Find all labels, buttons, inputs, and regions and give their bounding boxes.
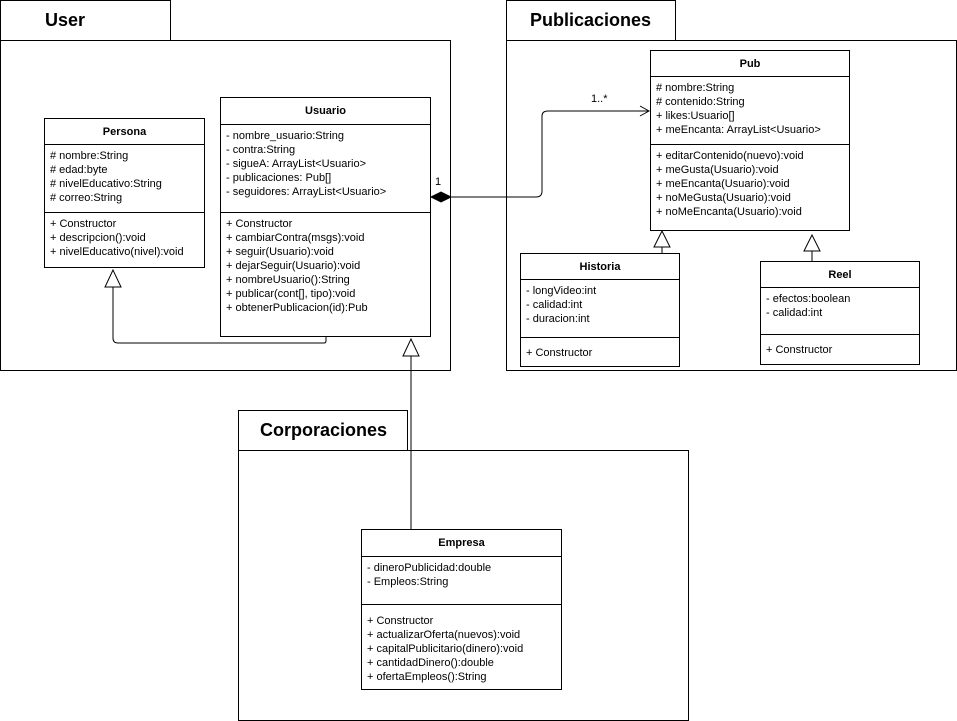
method: + seguir(Usuario):void (226, 246, 334, 258)
attribute: # nombre:String (50, 150, 129, 162)
attribute: + meEncanta: ArrayList<Usuario> (656, 124, 821, 136)
generalization-arrowhead-persona (104, 268, 122, 288)
method: + publicar(cont[], tipo):void (226, 288, 356, 300)
composition-diamond (429, 191, 453, 203)
method: + meEncanta(Usuario):void (656, 178, 790, 190)
association-arrowhead-pub (639, 105, 651, 117)
attribute: - contra:String (226, 144, 296, 156)
attribute: - dineroPublicidad:double (367, 562, 492, 574)
attribute: - calidad:int (526, 299, 583, 311)
attribute: + likes:Usuario[] (656, 110, 735, 122)
method: + noMeEncanta(Usuario):void (656, 206, 802, 218)
method: + Constructor (50, 218, 117, 230)
package-label-publicaciones: Publicaciones (530, 10, 652, 30)
methods-section: + Constructor + cambiarContra(msgs):void… (221, 213, 430, 319)
package-label-corporaciones: Corporaciones (260, 420, 388, 440)
generalization-arrowhead-usuario (402, 337, 420, 357)
attribute: # contenido:String (656, 96, 745, 108)
method: + meGusta(Usuario):void (656, 164, 779, 176)
attribute: - calidad:int (766, 307, 823, 319)
class-name: Pub (651, 51, 849, 77)
attributes-section: - efectos:boolean - calidad:int (761, 288, 919, 335)
attribute: # correo:String (50, 192, 123, 204)
attribute: - duracion:int (526, 313, 590, 325)
methods-section: + editarContenido(nuevo):void + meGusta(… (651, 145, 849, 223)
multiplicity-pub: 1..* (591, 93, 608, 105)
attribute: - Empleos:String (367, 576, 449, 588)
method: + Constructor (367, 615, 434, 627)
method: + actualizarOferta(nuevos):void (367, 629, 521, 641)
method: + obtenerPublicacion(id):Pub (226, 302, 368, 314)
attribute: # nombre:String (656, 82, 735, 94)
attribute: - nombre_usuario:String (226, 130, 345, 142)
attribute: - seguidores: ArrayList<Usuario> (226, 186, 387, 198)
package-tab-publicaciones: Publicaciones (506, 0, 676, 41)
attributes-section: - nombre_usuario:String - contra:String … (221, 125, 430, 213)
methods-section: + Constructor + actualizarOferta(nuevos)… (362, 605, 561, 688)
method: + ofertaEmpleos():String (367, 671, 487, 683)
attribute: # edad:byte (50, 164, 108, 176)
method: + nivelEducativo(nivel):void (50, 246, 184, 258)
methods-section: + Constructor (521, 338, 679, 364)
class-name: Historia (521, 254, 679, 280)
method: + descripcion():void (50, 232, 146, 244)
method: + cambiarContra(msgs):void (226, 232, 365, 244)
attributes-section: - longVideo:int - calidad:int - duracion… (521, 280, 679, 338)
multiplicity-usuario: 1 (435, 176, 442, 188)
method: + noMeGusta(Usuario):void (656, 192, 791, 204)
method: + Constructor (766, 344, 833, 356)
class-usuario[interactable]: Usuario - nombre_usuario:String - contra… (220, 97, 431, 337)
method: + editarContenido(nuevo):void (656, 150, 804, 162)
package-label-user: User (45, 10, 86, 30)
attribute: - longVideo:int (526, 285, 597, 297)
association-usuario-pub (451, 110, 648, 198)
class-name: Persona (45, 119, 204, 145)
generalization-usuario-persona (112, 287, 327, 344)
attribute: - publicaciones: Pub[] (226, 172, 332, 184)
generalization-arrowhead-pub-historia (653, 229, 671, 248)
method: + Constructor (226, 218, 293, 230)
package-tab-user: User (0, 0, 171, 41)
class-reel[interactable]: Reel - efectos:boolean - calidad:int + C… (760, 261, 920, 365)
attributes-section: # nombre:String # edad:byte # nivelEduca… (45, 145, 204, 213)
attributes-section: - dineroPublicidad:double - Empleos:Stri… (362, 557, 561, 605)
class-historia[interactable]: Historia - longVideo:int - calidad:int -… (520, 253, 680, 367)
methods-section: + Constructor + descripcion():void + niv… (45, 213, 204, 263)
class-pub[interactable]: Pub # nombre:String # contenido:String +… (650, 50, 850, 231)
method: + nombreUsuario():String (226, 274, 350, 286)
attribute: - efectos:boolean (766, 293, 851, 305)
methods-section: + Constructor (761, 335, 919, 361)
attribute: - sigueA: ArrayList<Usuario> (226, 158, 367, 170)
method: + dejarSeguir(Usuario):void (226, 260, 361, 272)
method: + Constructor (526, 347, 593, 359)
method: + capitalPublicitario(dinero):void (367, 643, 524, 655)
class-name: Usuario (221, 98, 430, 125)
attributes-section: # nombre:String # contenido:String + lik… (651, 77, 849, 145)
class-name: Reel (761, 262, 919, 288)
attribute: # nivelEducativo:String (50, 178, 162, 190)
class-persona[interactable]: Persona # nombre:String # edad:byte # ni… (44, 118, 205, 268)
method: + cantidadDinero():double (367, 657, 494, 669)
class-empresa[interactable]: Empresa - dineroPublicidad:double - Empl… (361, 529, 562, 690)
class-name: Empresa (362, 530, 561, 557)
generalization-arrowhead-pub-reel (803, 233, 821, 252)
